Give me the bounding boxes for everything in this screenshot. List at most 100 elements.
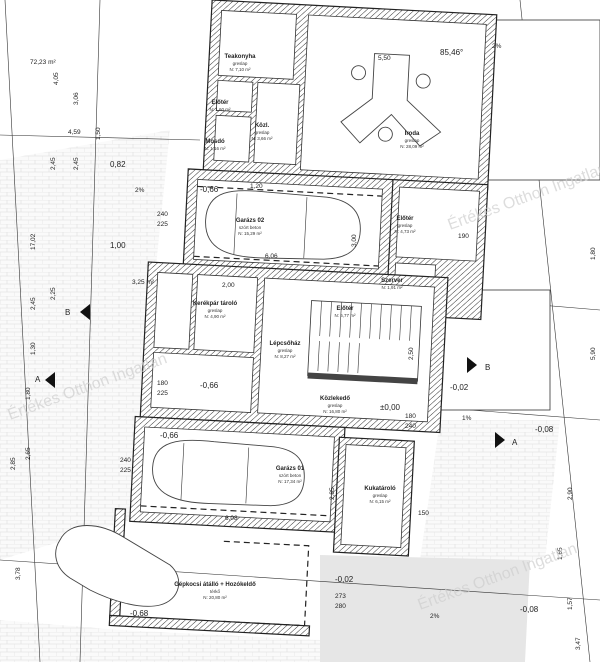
room-area: N: 6,77 m² xyxy=(334,313,356,318)
room-floor: greslap xyxy=(398,223,413,228)
room-label: Előtér xyxy=(336,306,354,312)
level-mark: -0,08 xyxy=(520,605,539,614)
dimension-label: 180 xyxy=(405,413,416,420)
room-floor: szórt beton xyxy=(279,473,302,478)
room-label: Kerékpár tároló xyxy=(193,301,238,307)
driveway xyxy=(320,555,530,662)
section-arrow-icon xyxy=(467,357,477,373)
room-left-store xyxy=(153,272,194,350)
dimension-label: 1,50 xyxy=(95,127,102,140)
dimension-label: 2,45 xyxy=(73,157,80,170)
dimension-label: 4,05 xyxy=(53,72,60,85)
room-label: Garázs 02 xyxy=(236,218,265,224)
room-area: N: 4,90 m² xyxy=(204,314,226,319)
slope-label: 1% xyxy=(462,415,472,422)
paving-left xyxy=(0,130,170,560)
dimension-label: 273 xyxy=(335,593,346,600)
level-mark: -0,02 xyxy=(335,575,354,584)
slope-label: 2% xyxy=(492,43,502,50)
dimensions-left: 17,02 2,45 2,45 2,25 1,30 1,80 2,65 2,85… xyxy=(10,72,102,580)
section-arrow-icon xyxy=(495,432,505,448)
dimension-label: 2,50 xyxy=(408,347,415,360)
dimension-label: 3,00 xyxy=(351,234,358,247)
room-label: Előtér xyxy=(211,100,229,106)
dimension-label: 4,59 xyxy=(68,129,81,136)
room-area: N: 15,29 m² xyxy=(238,231,262,236)
level-mark: 85,46° xyxy=(440,48,463,57)
dimension-label: 225 xyxy=(120,467,131,474)
room-eloter xyxy=(395,186,480,262)
dimension-label: 280 xyxy=(335,603,346,610)
dimension-label: 150 xyxy=(418,510,429,517)
section-arrow-icon xyxy=(80,304,90,320)
level-mark: -0,66 xyxy=(160,431,179,440)
room-floor: greslap xyxy=(278,348,293,353)
slope-label: 2% xyxy=(135,187,145,194)
car-garage-02 xyxy=(205,190,361,260)
dimension-label: 1,57 xyxy=(567,597,574,610)
dimension-label: 3,25 m² xyxy=(132,279,155,286)
room-kozl xyxy=(253,82,301,165)
dimension-label: 2,65 xyxy=(25,447,32,460)
desk-cluster xyxy=(340,53,442,147)
dimension-label: 17,02 xyxy=(30,233,37,250)
section-marks: A A B B xyxy=(35,304,518,448)
room-area: N: 1,60 m² xyxy=(209,107,231,112)
room-area: N: 20,80 m² xyxy=(203,595,227,600)
level-mark: -0,68 xyxy=(130,609,149,618)
room-mosdo xyxy=(213,114,252,163)
paving-bottom xyxy=(0,620,320,662)
room-floor: greslap xyxy=(208,308,223,313)
dimension-label: 6,06 xyxy=(265,253,278,260)
section-label: B xyxy=(65,308,70,317)
level-mark: -0,02 xyxy=(450,383,469,392)
room-area: N: 1,16 m² xyxy=(204,146,226,151)
neighbor-building-top xyxy=(484,19,600,181)
section-label: B xyxy=(485,363,490,372)
room-floor: greslap xyxy=(255,130,270,135)
dimension-label: 2,85 xyxy=(329,487,336,500)
section-arrow-icon xyxy=(45,372,55,388)
wall-carport-bottom xyxy=(108,614,311,637)
room-teakonyha xyxy=(217,10,297,80)
room-area: N: 3,66 m² xyxy=(251,136,273,141)
room-area: N: 4,73 m² xyxy=(394,229,416,234)
room-area: N: 8,27 m² xyxy=(274,354,296,359)
dimension-label: 3,06 xyxy=(73,92,80,105)
dimension-label: 5,90 xyxy=(590,347,597,360)
room-floor: greslap xyxy=(373,493,388,498)
dimension-label: 1,80 xyxy=(25,387,32,400)
dimension-label: 1,65 xyxy=(557,547,564,560)
dimension-label: 190 xyxy=(458,233,469,240)
dimension-label: 6,08 xyxy=(225,515,238,522)
room-area: N: 16,80 m² xyxy=(323,409,347,414)
room-label: Gépkocsi átálló + Hozókeldő xyxy=(174,582,256,588)
room-kozlekedo xyxy=(257,277,435,423)
room-label: Mosdó xyxy=(205,139,225,145)
room-label: Szerver xyxy=(381,278,403,284)
room-eloter-small xyxy=(215,79,254,113)
dimension-label: 225 xyxy=(157,390,168,397)
dimension-label: 5,50 xyxy=(378,55,391,62)
room-label: Garázs 01 xyxy=(276,466,305,472)
level-mark: -0,66 xyxy=(200,381,219,390)
slope-label: 2% xyxy=(430,613,440,620)
paving-right xyxy=(420,420,560,560)
dimension-label: 2,90 xyxy=(567,487,574,500)
car-garage-01 xyxy=(152,439,305,507)
dimension-label: 240 xyxy=(120,457,131,464)
dimension-label: 3,47 xyxy=(575,637,582,650)
room-floor: térkő xyxy=(210,589,221,594)
room-floor: greslap xyxy=(405,138,420,143)
dimension-label: 1,30 xyxy=(30,342,37,355)
dimension-label: 2,25 xyxy=(50,287,57,300)
car-carport xyxy=(55,525,180,607)
dimension-label: 2,85 xyxy=(10,457,17,470)
room-area: N: 7,10 m² xyxy=(229,67,251,72)
dimension-label: 225 xyxy=(157,221,168,228)
room-label: Közl. xyxy=(255,123,270,129)
room-floor: greslap xyxy=(233,61,248,66)
room-area: N: 28,09 m² xyxy=(400,144,424,149)
